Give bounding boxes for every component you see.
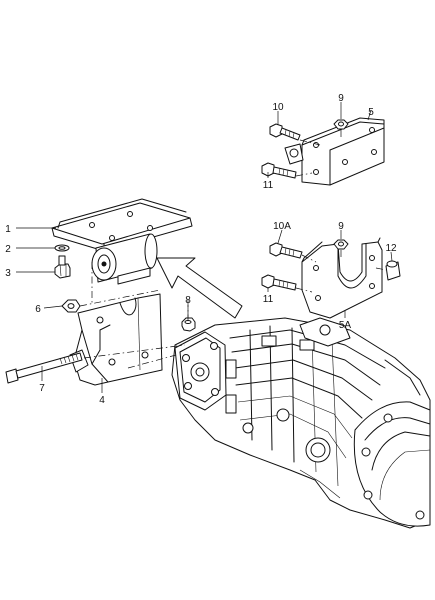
callout-9-middle: 9 [338,221,344,232]
washer [54,244,70,252]
nut-8 [181,317,196,332]
spacer-12 [385,260,401,281]
callout-10: 10 [272,102,284,113]
callout-12: 12 [385,243,397,254]
callout-5: 5 [368,107,374,118]
nut-6 [61,299,81,313]
bracket-5a [301,237,383,319]
nut-9-upper [333,119,349,130]
callout-11-middle: 11 [263,294,274,305]
transmission-housing [171,317,431,529]
hex-bolt-3 [54,255,71,279]
bolt-10a [269,242,303,259]
callout-6: 6 [35,304,41,315]
bolt-11-middle [261,274,297,291]
bracket-5 [301,117,385,186]
rubber-mount [51,198,193,285]
callout-10a: 10A [273,221,291,232]
callout-labels: 1 2 3 6 8 7 4 10 9 5 11 10A 9 12 11 5A [5,93,397,406]
callout-3: 3 [5,268,11,279]
nut-9-middle [333,239,349,250]
long-bolt-7 [5,352,83,384]
callout-8: 8 [185,295,191,306]
callout-4: 4 [99,395,105,406]
callout-1: 1 [5,224,11,235]
callout-7: 7 [39,383,45,394]
stud-bracket-upper [284,143,304,165]
leader-lines [16,102,393,393]
bolt-11-upper [261,162,297,179]
callout-9-upper: 9 [338,93,344,104]
mount-bracket [69,293,163,386]
callout-11-upper: 11 [263,180,274,191]
direction-arrow [156,257,243,319]
callout-5a: 5A [339,320,352,331]
bolt-10 [269,123,301,141]
callout-2: 2 [5,244,11,255]
